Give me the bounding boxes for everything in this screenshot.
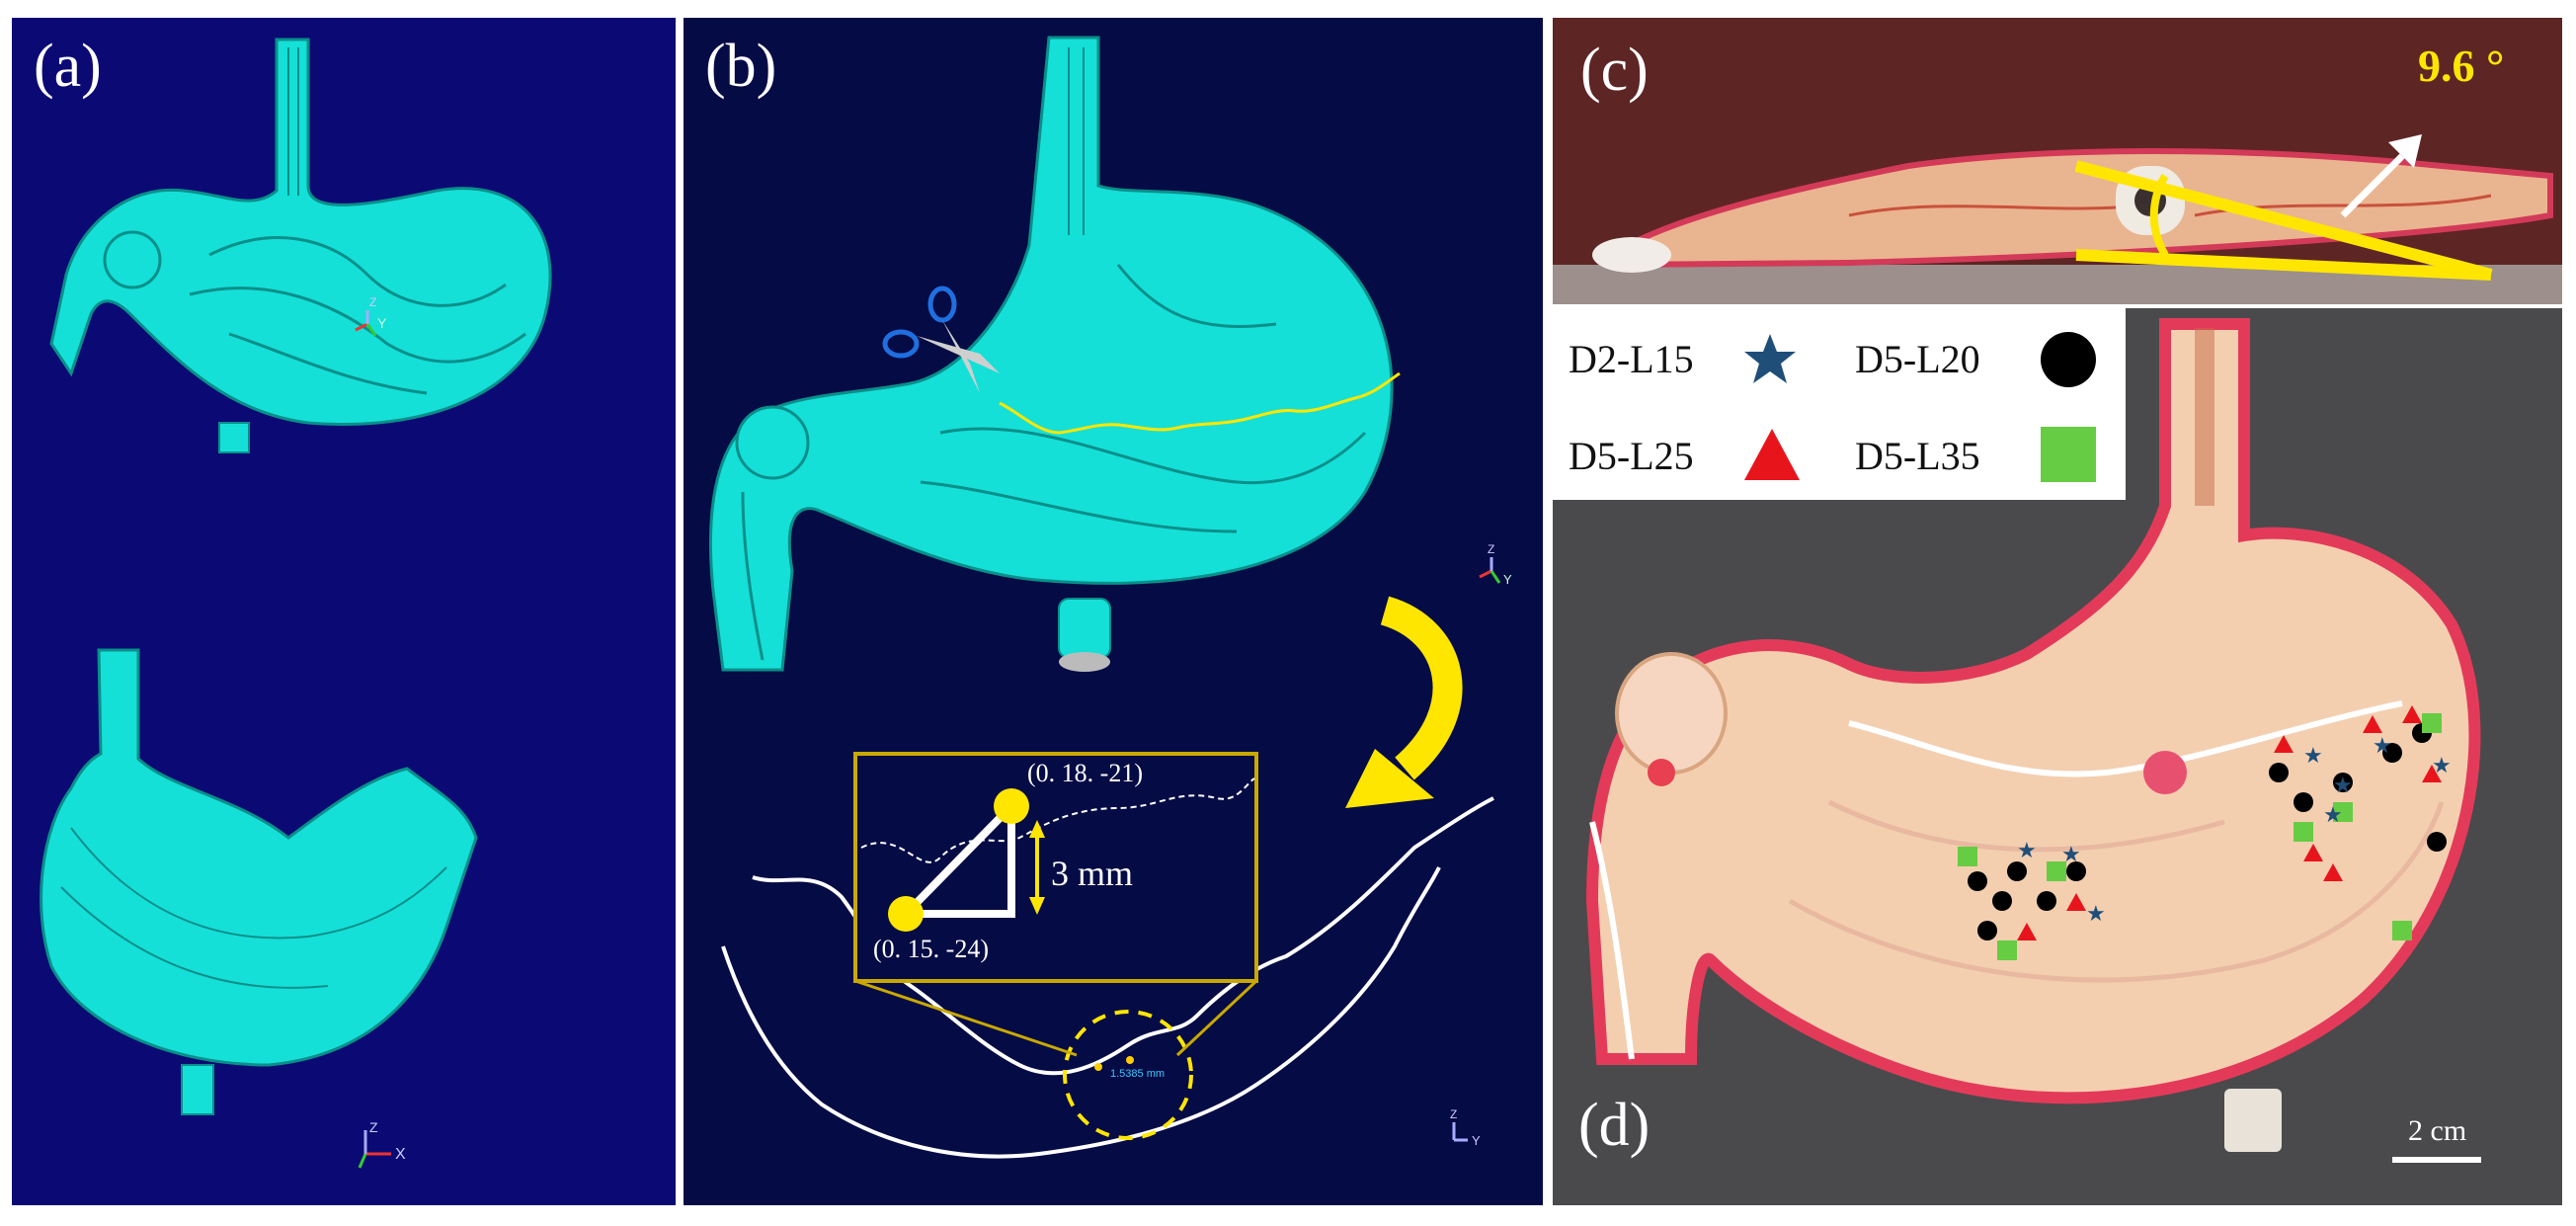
legend-label-2: D5-L25 xyxy=(1569,434,1694,478)
legend-label-0: D2-L15 xyxy=(1569,337,1694,381)
curved-arrow-icon xyxy=(1345,596,1463,808)
panel-label-b: (b) xyxy=(705,33,777,100)
panel-b-graphics xyxy=(709,36,1501,1159)
starburst-icon-left xyxy=(1648,759,1675,786)
coord-label-top: (0. 18. -21) xyxy=(1027,759,1143,787)
panel-a-mesh-views: (a) Y Z X Z xyxy=(12,18,676,1205)
scissors-icon xyxy=(882,286,1000,393)
point-top xyxy=(994,788,1029,824)
panel-label-d: (d) xyxy=(1578,1092,1650,1159)
axis-label-y-b-bottom: Y xyxy=(1472,1133,1481,1148)
measurement-readout: 1.5385 mm xyxy=(1110,1068,1166,1080)
arrow-icon xyxy=(2340,134,2422,218)
svg-text:★: ★ xyxy=(2432,753,2452,777)
panel-a-graphics xyxy=(40,38,552,1169)
panel-d-graphics: ★ ★ ★ ★ ★ ★ ★ ★ xyxy=(1585,318,2481,1163)
svg-text:★: ★ xyxy=(2333,773,2353,797)
point-bottom xyxy=(888,896,924,932)
data-markers: ★ ★ ★ ★ ★ ★ ★ ★ xyxy=(1958,705,2452,960)
svg-text:★: ★ xyxy=(2323,802,2343,827)
triangle-icon xyxy=(1744,429,1800,480)
cut-line xyxy=(999,371,1401,435)
measurement-triangle xyxy=(896,796,1015,918)
axis-triad-b-top xyxy=(1479,557,1501,584)
axis-label-x-bottom: X xyxy=(395,1146,406,1163)
svg-text:★: ★ xyxy=(2017,838,2037,862)
svg-text:★: ★ xyxy=(2086,901,2106,926)
dimension-label: 3 mm xyxy=(1051,854,1134,893)
panel-c-graphics xyxy=(1553,134,2562,304)
star-icon xyxy=(1744,334,1796,383)
angle-label: 9.6 ° xyxy=(2418,41,2505,91)
zoom-inset-box xyxy=(853,752,1258,983)
stomach-mesh-cut xyxy=(709,36,1394,672)
panel-b-cut-and-profile: (b) xyxy=(684,18,1543,1205)
axis-label-y-top: Y xyxy=(377,315,387,331)
legend-label-1: D5-L20 xyxy=(1855,337,1980,381)
legend: D2-L15 D5-L20 D5-L25 D5-L35 xyxy=(1553,308,2126,500)
stomach-mesh-bottom xyxy=(40,648,478,1115)
starburst-icon-center xyxy=(2143,751,2187,794)
square-icon xyxy=(2041,427,2096,482)
stomach-model-front xyxy=(1585,318,2481,1152)
axis-label-z-b-top: Z xyxy=(1488,542,1495,556)
panel-label-a: (a) xyxy=(34,33,102,100)
axis-triad-bottom xyxy=(358,1130,391,1169)
svg-text:★: ★ xyxy=(2303,743,2323,768)
coord-label-bottom: (0. 15. -24) xyxy=(873,935,989,963)
stomach-mesh-top xyxy=(49,38,552,453)
panel-label-c: (c) xyxy=(1580,37,1649,104)
axis-label-y-b-top: Y xyxy=(1503,572,1512,587)
axis-label-z-bottom: Z xyxy=(369,1119,378,1135)
axis-triad-b-bottom xyxy=(1452,1122,1468,1142)
svg-text:★: ★ xyxy=(2061,842,2081,866)
axis-label-z-b-bottom: Z xyxy=(1450,1107,1458,1121)
panel-c-tilt-photo: (c) 9.6 ° xyxy=(1553,18,2562,304)
svg-text:★: ★ xyxy=(2373,733,2392,758)
profile-curve-outer xyxy=(721,866,1441,1159)
scale-bar-label: 2 cm xyxy=(2408,1114,2467,1147)
panel-d-photo-with-markers: ★ ★ ★ ★ ★ ★ ★ ★ (d) 2 cm D2-L15 D5-L20 D5-L2… xyxy=(1553,308,2562,1205)
axis-label-z-top: Z xyxy=(369,295,377,309)
zoom-region-circle xyxy=(1063,1010,1193,1140)
axis-triad-top xyxy=(355,310,377,337)
legend-label-3: D5-L35 xyxy=(1855,434,1980,478)
circle-icon xyxy=(2041,332,2096,387)
